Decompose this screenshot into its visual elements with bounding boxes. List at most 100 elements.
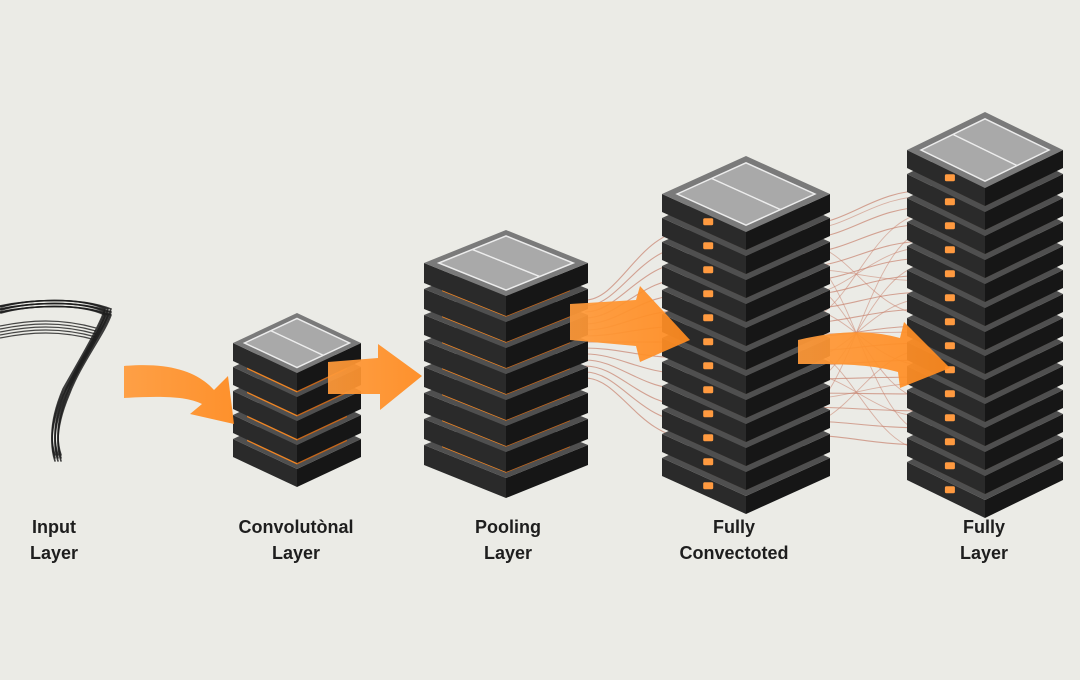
port-light xyxy=(703,338,714,346)
slab-right-face xyxy=(506,393,588,446)
seven-stroke xyxy=(0,320,97,329)
pooling-layer-stack xyxy=(424,230,588,498)
slab-right-face xyxy=(297,391,361,439)
label-pooling-layer: Pooling Layer xyxy=(408,514,608,566)
slab-right-face xyxy=(985,246,1063,302)
port-light xyxy=(944,438,955,446)
label-input-line2: Layer xyxy=(29,543,79,563)
seven-stroke xyxy=(0,329,97,338)
label-fully-connected-layer: Fully Convectoted xyxy=(634,514,834,566)
port-light xyxy=(703,290,714,298)
port-light xyxy=(703,266,714,274)
flow-arrow xyxy=(798,322,950,388)
slab-right-face xyxy=(746,194,830,250)
slab-right-face xyxy=(985,390,1063,446)
grid-line xyxy=(270,330,324,356)
slab-left-face xyxy=(424,393,506,446)
port-light xyxy=(703,458,714,466)
slab-right-face xyxy=(985,174,1063,230)
port-light xyxy=(703,410,714,418)
slab-right-face xyxy=(746,386,830,442)
slab-right-face xyxy=(506,263,588,316)
port-light xyxy=(944,414,955,422)
output-layer-stack xyxy=(907,112,1063,518)
slab-left-face xyxy=(233,343,297,391)
label-conv-line1: Convolutònal xyxy=(238,517,354,537)
slab-right-face xyxy=(985,462,1063,518)
slab-right-face xyxy=(985,414,1063,470)
label-out-line2: Layer xyxy=(959,543,1009,563)
slab-right-face xyxy=(746,362,830,418)
grid-line xyxy=(472,248,540,278)
slab-right-face xyxy=(506,315,588,368)
port-light xyxy=(703,482,714,490)
port-light xyxy=(703,218,714,226)
port-light xyxy=(944,174,955,182)
slab-right-face xyxy=(297,415,361,463)
slab-right-face xyxy=(506,445,588,498)
input-digit-seven xyxy=(0,299,113,462)
label-input-line1: Input xyxy=(32,517,76,537)
slab-right-face xyxy=(985,318,1063,374)
slab-left-face xyxy=(424,289,506,342)
slab-right-face xyxy=(746,218,830,274)
slab-right-face xyxy=(746,434,830,490)
label-fc-line2: Convectoted xyxy=(679,543,789,563)
port-light xyxy=(703,362,714,370)
slab-right-face xyxy=(506,419,588,472)
port-light xyxy=(944,270,955,278)
label-output-layer: Fully Layer xyxy=(884,514,1080,566)
label-convolutional-layer: Convolutònal Layer xyxy=(196,514,396,566)
slab-left-face xyxy=(233,367,297,415)
slab-right-face xyxy=(985,150,1063,206)
label-pool-line1: Pooling xyxy=(475,517,541,537)
slab-right-face xyxy=(506,367,588,420)
slab-right-face xyxy=(746,290,830,346)
port-light xyxy=(703,314,714,322)
port-light xyxy=(944,462,955,470)
slab-right-face xyxy=(746,242,830,298)
slab-left-face xyxy=(233,391,297,439)
slab-right-face xyxy=(746,314,830,370)
label-out-line1: Fully xyxy=(962,517,1005,537)
slab-right-face xyxy=(985,294,1063,350)
port-light xyxy=(944,198,955,206)
slab-left-face xyxy=(233,415,297,463)
flow-arrows xyxy=(124,286,950,424)
slab-right-face xyxy=(506,341,588,394)
slab-right-face xyxy=(746,458,830,514)
slab-right-face xyxy=(985,438,1063,494)
port-light xyxy=(944,222,955,230)
slab-right-face xyxy=(985,342,1063,398)
slab-right-face xyxy=(297,439,361,487)
port-light xyxy=(703,242,714,250)
label-fc-line1: Fully xyxy=(712,517,755,537)
port-light xyxy=(944,318,955,326)
slab-left-face xyxy=(424,341,506,394)
slab-left-face xyxy=(424,445,506,498)
slab-left-face xyxy=(424,315,506,368)
port-light xyxy=(944,390,955,398)
slab-left-face xyxy=(424,263,506,316)
flow-arrow xyxy=(328,344,422,410)
slab-left-face xyxy=(233,439,297,487)
slab-right-face xyxy=(746,410,830,466)
grid-line xyxy=(952,133,1018,167)
flow-arrow xyxy=(570,286,690,362)
slab-left-face xyxy=(424,419,506,472)
label-input-layer: Input Layer xyxy=(0,514,154,566)
label-pool-line2: Layer xyxy=(483,543,533,563)
seven-stroke xyxy=(0,305,113,462)
slab-right-face xyxy=(746,266,830,322)
slab-right-face xyxy=(985,198,1063,254)
port-light xyxy=(703,386,714,394)
slab-right-face xyxy=(506,289,588,342)
flow-arrow xyxy=(124,365,234,424)
label-conv-line2: Layer xyxy=(271,543,321,563)
port-light xyxy=(944,246,955,254)
seven-stroke xyxy=(0,326,97,335)
seven-stroke xyxy=(0,332,97,341)
port-light xyxy=(944,486,955,494)
